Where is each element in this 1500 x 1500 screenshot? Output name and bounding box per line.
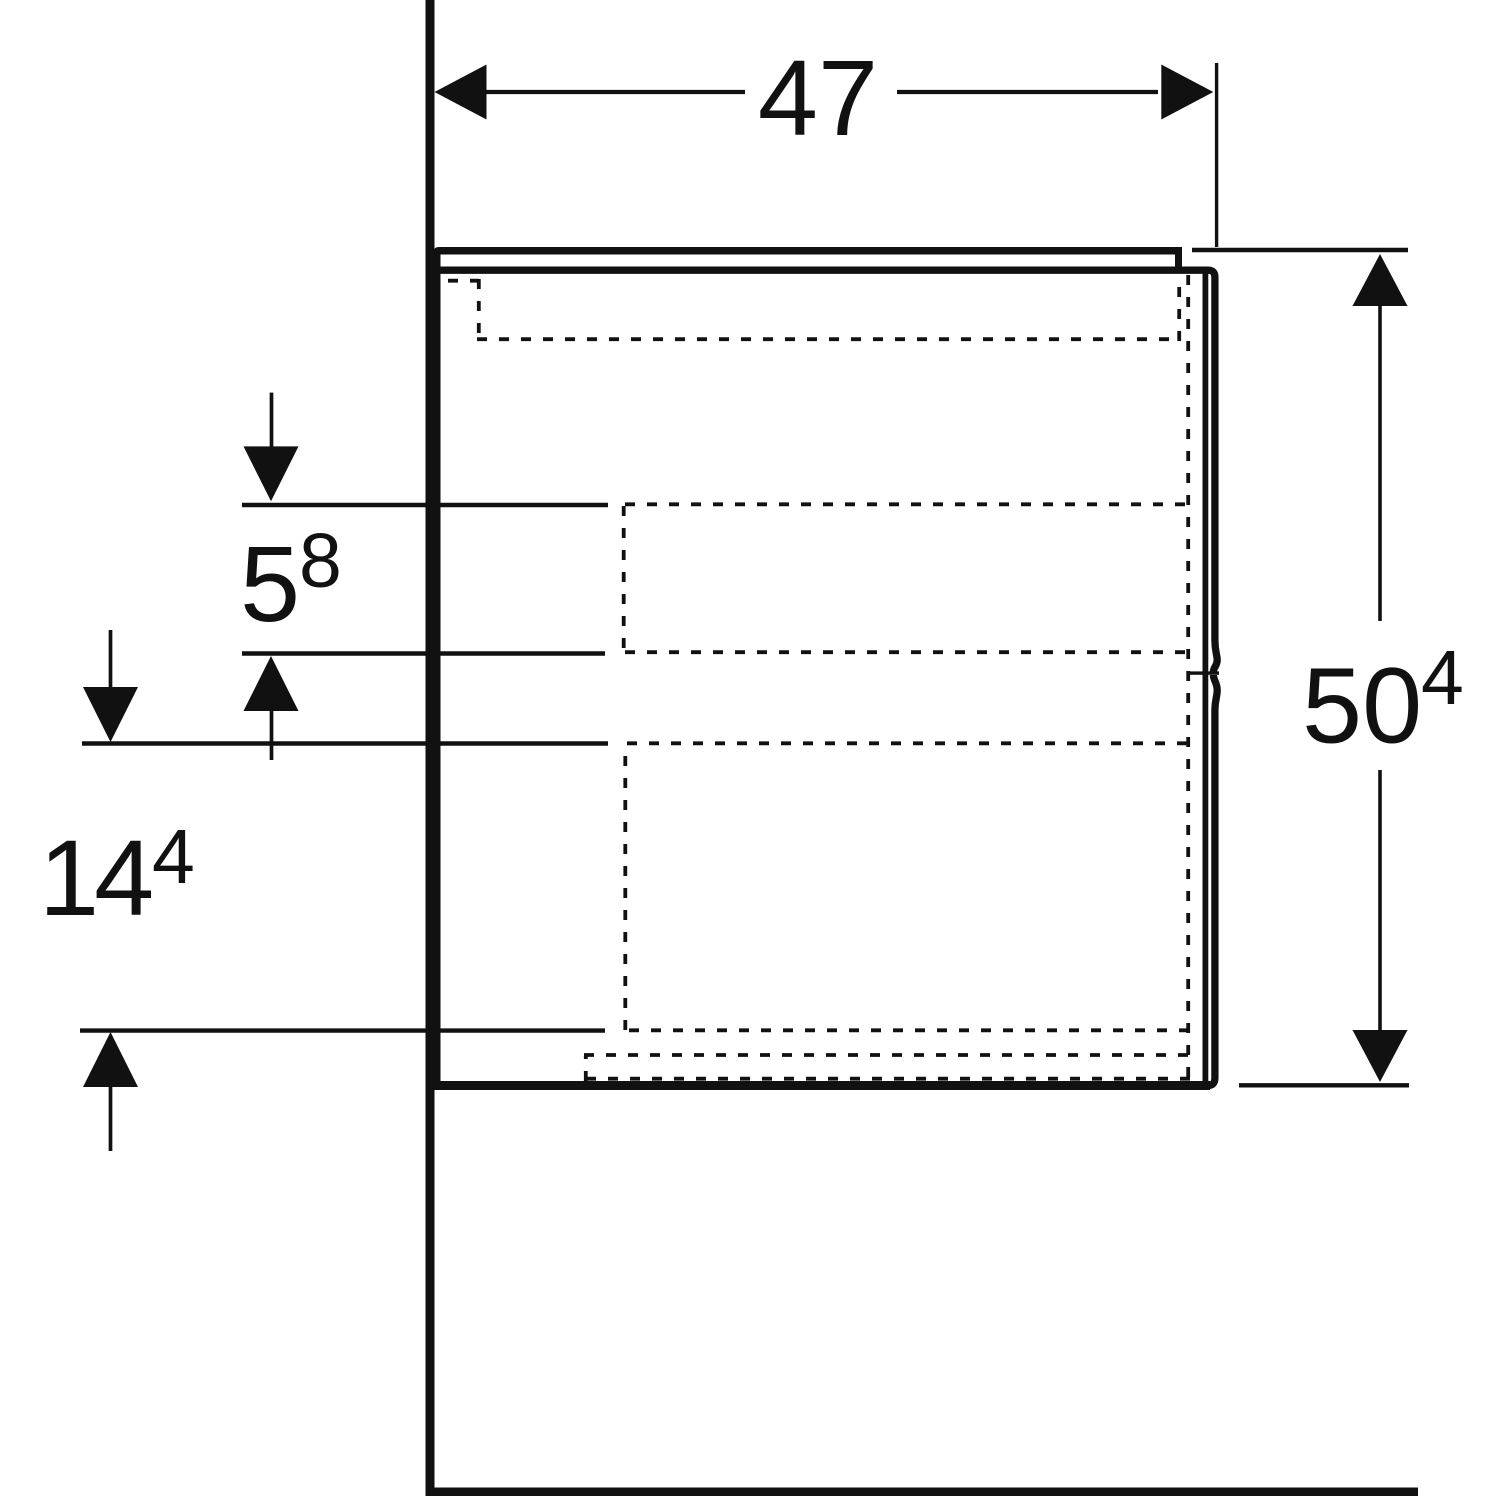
svg-text:8: 8 xyxy=(299,518,342,604)
svg-text:47: 47 xyxy=(758,37,878,158)
svg-text:50: 50 xyxy=(1302,645,1422,766)
svg-text:14: 14 xyxy=(39,817,151,938)
svg-text:4: 4 xyxy=(152,814,195,900)
svg-text:5: 5 xyxy=(240,523,300,644)
svg-text:4: 4 xyxy=(1421,635,1464,721)
